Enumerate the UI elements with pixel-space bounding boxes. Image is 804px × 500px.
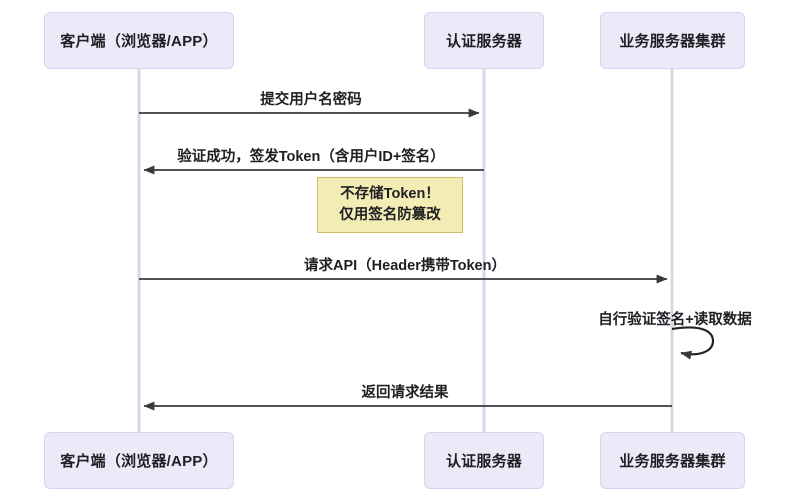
lifelines xyxy=(137,69,674,432)
actor-label-auth-bottom: 认证服务器 xyxy=(445,453,522,470)
note-box-token: 不存储Token！ 仅用签名防篡改 xyxy=(317,177,463,233)
actor-box-auth-bottom[interactable]: 认证服务器 xyxy=(424,432,544,489)
actor-box-client-bottom[interactable]: 客户端（浏览器/APP） xyxy=(44,432,234,489)
actor-box-client-top[interactable]: 客户端（浏览器/APP） xyxy=(44,12,234,69)
message-arrows xyxy=(139,108,672,411)
actor-box-biz-top[interactable]: 业务服务器集群 xyxy=(600,12,745,69)
message-label-m1: 提交用户名密码 xyxy=(260,92,362,108)
self-message-label-s1: 自行验证签名+读取数据 xyxy=(598,312,752,328)
note-line-1: 不存储Token！ xyxy=(340,185,440,202)
actor-label-biz-bottom: 业务服务器集群 xyxy=(619,453,726,470)
self-message-loop-s1 xyxy=(671,326,715,360)
message-label-m2: 验证成功，签发Token（含用户ID+签名） xyxy=(177,149,445,165)
actor-label-auth-top: 认证服务器 xyxy=(445,33,522,50)
actor-box-auth-top[interactable]: 认证服务器 xyxy=(424,12,544,69)
actor-box-biz-bottom[interactable]: 业务服务器集群 xyxy=(600,432,745,489)
actor-label-client-top: 客户端（浏览器/APP） xyxy=(60,33,218,50)
message-label-m3: 请求API（Header携带Token） xyxy=(304,258,506,274)
actor-label-biz-top: 业务服务器集群 xyxy=(619,33,726,50)
message-label-m4: 返回请求结果 xyxy=(361,385,449,401)
actor-label-client-bottom: 客户端（浏览器/APP） xyxy=(60,453,218,470)
note-line-2: 仅用签名防篡改 xyxy=(339,207,441,223)
